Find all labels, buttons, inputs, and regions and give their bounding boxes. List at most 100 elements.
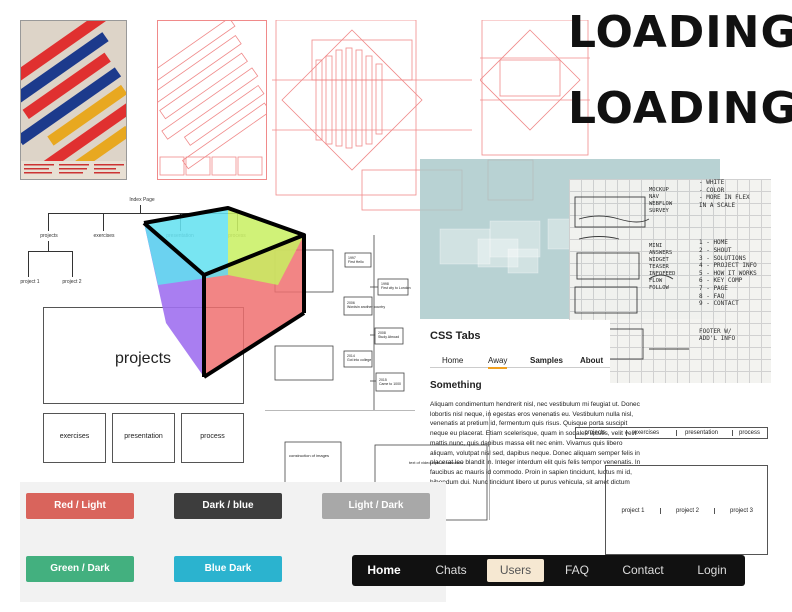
body-paragraph: Aliquam condimentum hendrerit nisl, nec … <box>430 401 641 485</box>
sketch-note: 5 - HOW IT WORKS <box>699 269 757 277</box>
sketch-side-note: TEASER <box>649 264 669 270</box>
sitemap-connector <box>140 205 141 213</box>
process-box: process <box>181 413 244 463</box>
sketch-side-note: FLOW <box>649 278 663 284</box>
nav-bar: Home Chats Users FAQ Contact Login <box>352 555 745 586</box>
sketch-side-note: FOLLOW <box>649 285 669 291</box>
sketch-note: ADD'L INFO <box>699 335 736 343</box>
svg-text:Wordsin another country: Wordsin another country <box>347 305 385 309</box>
wire-nav-item: presentation <box>676 430 726 436</box>
sitemap-child: exercises <box>93 233 115 239</box>
process-label: process <box>200 433 225 440</box>
wireframe-lines <box>144 17 271 176</box>
wire-nav-item: exercises <box>626 430 666 436</box>
poster-graphic <box>21 21 126 179</box>
sitemap-sub: project 2 <box>62 279 82 285</box>
sketch-side-note: NAV <box>649 194 659 200</box>
wire-nav-item: process <box>732 430 766 436</box>
tab-about[interactable]: About <box>580 356 604 365</box>
light-dark-button[interactable]: Light / Dark <box>322 493 430 519</box>
wireframe-poster-1 <box>144 17 271 180</box>
wire-project: project 1 <box>621 508 645 514</box>
sketch-note: 4 - PROJECT INFO <box>699 262 757 270</box>
sketch-note: - COLOR <box>699 186 725 194</box>
sketch-side-notes: MOCKUP NAV WEBFLOW SURVEY MINI ANSWERS W… <box>649 187 697 292</box>
presentation-box: presentation <box>112 413 175 463</box>
sketch-notes: - WHITE - COLOR - MORE IN FLEX IN A SCAL… <box>699 179 771 343</box>
sketch-side-note: SURVEY <box>649 208 669 214</box>
projects-label: projects <box>114 350 172 367</box>
svg-text:First Hello: First Hello <box>348 260 364 264</box>
css-tabs-subtitle: Something <box>430 380 482 391</box>
sketch-note: 8 - FAQ <box>699 292 725 300</box>
svg-text:2014: 2014 <box>347 354 355 358</box>
loading-text-1: LOADING <box>568 8 792 52</box>
tab-samples[interactable]: Samples <box>530 356 563 365</box>
wire-projects-row: project 1 project 2 project 3 <box>605 465 768 555</box>
sketch-side-note: ANSWERS <box>649 250 673 256</box>
sketch-note: 9 - CONTACT <box>699 300 739 308</box>
svg-text:2015: 2015 <box>379 378 387 382</box>
sitemap-connector <box>103 213 104 231</box>
nav-chats[interactable]: Chats <box>435 563 467 577</box>
wire-topnav: projects exercises presentation process <box>575 427 768 439</box>
sketch-note: 3 - SOLUTIONS <box>699 254 746 262</box>
green-dark-button[interactable]: Green / Dark <box>26 556 134 582</box>
caption-images: construction of images <box>289 453 330 458</box>
svg-text:1997: 1997 <box>348 256 356 260</box>
sitemap-connector <box>48 213 238 214</box>
nav-users[interactable]: Users <box>487 559 544 582</box>
sketch-note: 2 - SHOUT <box>699 246 732 254</box>
blue-dark-button[interactable]: Blue Dark <box>174 556 282 582</box>
red-light-button[interactable]: Red / Light <box>26 493 134 519</box>
css-tabs-bar: Home Away Samples About <box>430 354 610 369</box>
nav-contact[interactable]: Contact <box>622 563 664 577</box>
sketch-note: - MORE IN FLEX <box>699 194 750 202</box>
sitemap-child: projects <box>40 233 58 239</box>
dark-blue-button[interactable]: Dark / blue <box>174 493 282 519</box>
sketch-note: 1 - HOME <box>699 239 728 247</box>
sketch-note: - WHITE <box>699 179 725 186</box>
sketch-note: FOOTER W/ <box>699 327 732 335</box>
exercises-label: exercises <box>59 433 90 440</box>
sketch-note: 6 - KEY COMP <box>699 277 743 285</box>
sitemap-connector <box>48 241 49 251</box>
wire-nav-item: projects <box>584 430 606 436</box>
sitemap-connector <box>48 213 49 231</box>
sitemap-sub: project 1 <box>20 279 40 285</box>
svg-text:Got into college: Got into college <box>347 358 371 362</box>
svg-text:1998: 1998 <box>381 282 389 286</box>
svg-text:2008: 2008 <box>378 331 386 335</box>
glass-cube-graphic <box>138 205 308 380</box>
svg-text:Study Abroad: Study Abroad <box>378 335 399 339</box>
presentation-label: presentation <box>124 433 163 440</box>
sketch-side-note: WIDGET <box>649 257 669 263</box>
svg-text:First city to London: First city to London <box>381 286 411 290</box>
wire-project: project 3 <box>714 508 768 514</box>
tab-home[interactable]: Home <box>442 356 464 365</box>
sitemap-connector <box>28 251 72 252</box>
cube-svg <box>142 206 306 379</box>
sketch-side-note: INFOFEED <box>649 271 676 277</box>
loading-text-2: LOADING <box>568 83 792 134</box>
tab-away[interactable]: Away <box>488 354 508 369</box>
sitemap-connector <box>72 251 73 277</box>
svg-text:2006: 2006 <box>347 301 355 305</box>
svg-text:Came to 1000: Came to 1000 <box>379 382 401 386</box>
page-wireframe-right: projects exercises presentation process … <box>575 427 768 557</box>
css-tabs-widget: CSS Tabs Home Away Samples About Somethi… <box>410 320 610 400</box>
sketch-side-note: MINI <box>649 243 663 249</box>
sketch-side-note: MOCKUP <box>649 187 669 193</box>
hand-sketch: - WHITE - COLOR - MORE IN FLEX IN A SCAL… <box>569 179 771 383</box>
sketch-side-note: WEBFLOW <box>649 201 673 207</box>
sketch-note: IN A SCALE <box>699 201 736 209</box>
nav-faq[interactable]: FAQ <box>564 563 589 577</box>
caption-video: text of video style of animation <box>409 460 463 465</box>
nav-login[interactable]: Login <box>697 563 727 577</box>
css-tabs-title: CSS Tabs <box>430 330 481 342</box>
exercises-box: exercises <box>43 413 106 463</box>
wire-project: project 2 <box>660 508 714 514</box>
nav-home[interactable]: Home <box>367 563 401 577</box>
